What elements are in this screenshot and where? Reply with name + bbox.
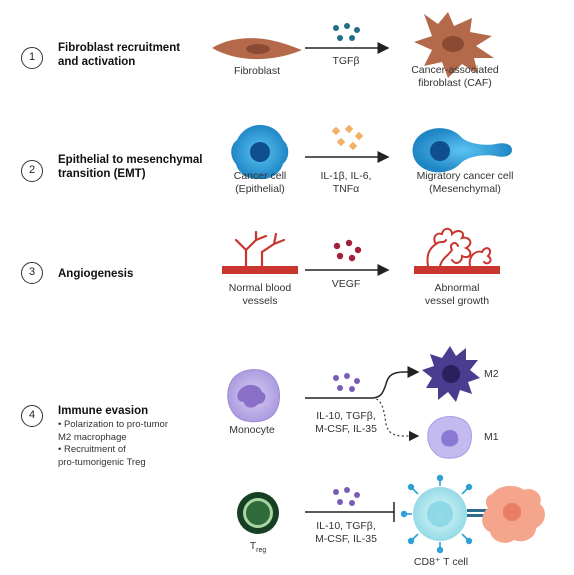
abnormal-vessel [414, 227, 500, 274]
m1-label: M1 [484, 431, 499, 443]
treg-label-sub: reg [256, 547, 267, 555]
monocyte-label: Monocyte [229, 424, 275, 436]
step-1-title-line2: and activation [58, 56, 136, 68]
caf-label: Cancer-associated fibroblast (CAF) [390, 64, 520, 90]
migratory-cell-label: Migratory cancer cell (Mesenchymal) [390, 170, 540, 196]
step-3-number: 3 [21, 262, 43, 284]
monocyte-signal-dots [333, 373, 360, 392]
treg-cell [237, 492, 279, 534]
abnormal-vessel-label: Abnormal vessel growth [400, 282, 514, 308]
step-4-bullets: • Polarization to pro-tumor M2 macrophag… [58, 419, 168, 469]
step-3-title: Angiogenesis [58, 268, 134, 280]
monocyte-cell [227, 369, 280, 423]
step-2-title-line2: transition (EMT) [58, 168, 146, 180]
epithelial-cancer-cell [231, 125, 289, 180]
m2-label: M2 [484, 368, 499, 380]
m2-macrophage [422, 346, 480, 402]
treg-signal-label: IL-10, TGFβ, M-CSF, IL-35 [304, 520, 388, 546]
m1-macrophage [427, 416, 472, 459]
step-4-number: 4 [21, 405, 43, 427]
arrow-to-m2 [305, 366, 420, 399]
normal-vessel-label: Normal blood vessels [208, 282, 312, 308]
abnormal-vessel-label-line1: Abnormal [434, 282, 480, 294]
step-2-title-line1: Epithelial to mesenchymal [58, 154, 203, 166]
caf-label-line2: fibroblast (CAF) [418, 77, 492, 89]
bullet-recruitment-line1: • Recruitment of [58, 444, 126, 455]
caf-label-line1: Cancer-associated [411, 64, 499, 76]
vegf-label: VEGF [331, 278, 361, 290]
step-1-title-line1: Fibroblast recruitment [58, 42, 181, 54]
treg-label-main: T [249, 540, 257, 552]
bullet-polarization-line2: M2 macrophage [58, 431, 127, 443]
normal-blood-vessel [222, 230, 298, 274]
migratory-cancer-cell [412, 128, 512, 173]
bullet-recruitment-line2: pro-tumorigenic Treg [58, 456, 146, 468]
bullet-polarization-line1: • Polarization to pro-tumor [58, 419, 168, 430]
migratory-cell-label-line1: Migratory cancer cell [416, 170, 514, 182]
epithelial-cell-label: Cancer cell (Epithelial) [212, 170, 308, 196]
step-2-title: Epithelial to mesenchymal transition (EM… [58, 153, 202, 181]
step-1-number: 1 [21, 47, 43, 69]
macrophage-signal-label-line2: M-CSF, IL-35 [315, 423, 377, 435]
normal-vessel-label-line2: vessels [242, 295, 278, 307]
migratory-cell-label-line2: (Mesenchymal) [429, 183, 501, 195]
cytokine-dots [331, 124, 364, 151]
epithelial-cell-label-line1: Cancer cell [233, 170, 287, 182]
emt-signal-label: IL-1β, IL-6, TNFα [306, 170, 386, 196]
step-1-title: Fibroblast recruitment and activation [58, 41, 180, 69]
treg-signal-label-line2: M-CSF, IL-35 [315, 533, 377, 545]
tgfb-label: TGFβ [332, 55, 360, 67]
vegf-dots [333, 239, 362, 262]
tumor-cell [482, 485, 545, 543]
epithelial-cell-label-line2: (Epithelial) [235, 183, 285, 195]
arrow-to-m1 [371, 397, 420, 442]
step-2-number: 2 [21, 160, 43, 182]
abnormal-vessel-label-line2: vessel growth [424, 295, 490, 307]
fibroblast-cell [212, 38, 302, 60]
treg-signal-dots [333, 487, 360, 506]
normal-vessel-label-line1: Normal blood [228, 282, 292, 294]
emt-signal-label-line2: TNFα [332, 183, 360, 195]
macrophage-signal-label-line1: IL-10, TGFβ, [316, 410, 376, 422]
treg-signal-label-line1: IL-10, TGFβ, [316, 520, 376, 532]
step-4-title: Immune evasion [58, 405, 149, 417]
inhibition-line [305, 502, 395, 522]
tgfb-dots [333, 23, 360, 41]
cd8-label: CD8⁺ T cell [413, 556, 469, 568]
emt-signal-label-line1: IL-1β, IL-6, [320, 170, 372, 182]
treg-label: Treg [238, 540, 278, 557]
fibroblast-label: Fibroblast [233, 65, 281, 77]
macrophage-signal-label: IL-10, TGFβ, M-CSF, IL-35 [304, 410, 388, 436]
caf-cell [414, 12, 494, 78]
cd8-t-cell [400, 474, 487, 554]
